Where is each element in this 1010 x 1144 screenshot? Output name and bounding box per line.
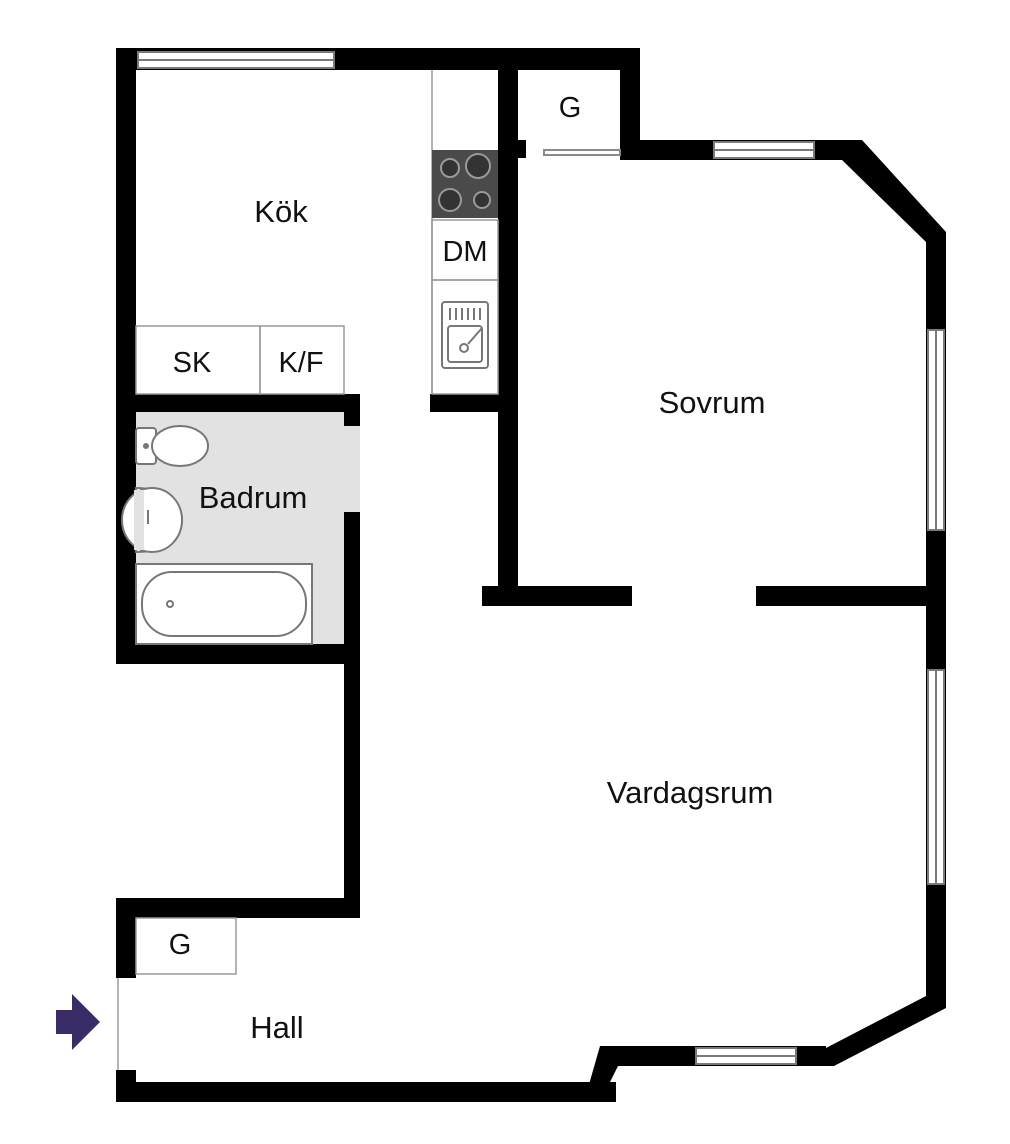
toilet-icon <box>135 425 209 467</box>
room-label-vardagsrum: Vardagsrum <box>607 775 774 810</box>
washbasin-icon <box>121 486 183 554</box>
room-label-sovrum: Sovrum <box>659 385 766 420</box>
room-label-badrum: Badrum <box>199 480 308 515</box>
fridge-freezer-label: K/F <box>278 347 323 379</box>
room-label-hall: Hall <box>250 1010 303 1045</box>
stove-top <box>432 150 498 218</box>
windows <box>137 51 945 1065</box>
sink-icon <box>441 301 489 369</box>
room-label-kok: Kök <box>254 194 308 229</box>
dishwasher-label: DM <box>442 236 487 268</box>
kitchen-counter <box>431 70 499 395</box>
entrance-arrow-icon <box>56 994 100 1050</box>
wardrobe-label: SK <box>173 347 212 379</box>
closet-sliding-door <box>543 149 621 156</box>
bathtub-icon <box>135 563 313 645</box>
closet-label-top: G <box>559 92 582 124</box>
wardrobe-boxes <box>135 325 345 395</box>
hall-closet-box <box>135 917 237 975</box>
closet-label-hall: G <box>169 929 192 961</box>
